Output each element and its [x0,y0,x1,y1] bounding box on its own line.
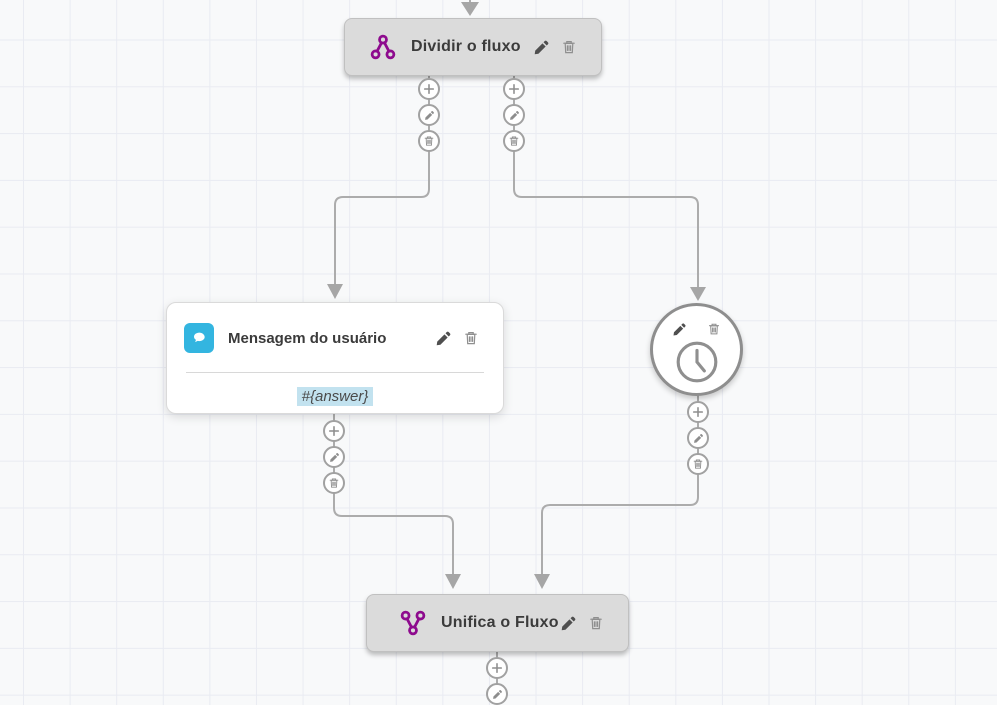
clock-icon [674,339,720,385]
connector-delete-button[interactable] [687,453,709,475]
connector-tools-message [323,420,345,494]
chat-bubble-icon [184,323,214,353]
divider [186,372,484,373]
connector-edit-button[interactable] [687,427,709,449]
connector-tools-merge [486,657,508,705]
connector-add-button[interactable] [687,401,709,423]
node-timer[interactable] [650,303,743,396]
node-split-flow[interactable]: Dividir o fluxo [344,18,602,76]
delete-node-icon[interactable] [463,330,479,346]
connector-add-button[interactable] [486,657,508,679]
node-title: Unifica o Fluxo [441,614,559,631]
node-actions [672,321,721,337]
edit-node-icon[interactable] [533,39,550,56]
edit-node-icon[interactable] [435,330,452,347]
delete-node-icon[interactable] [561,39,577,55]
connector-tools-split-left [418,78,440,152]
connector-delete-button[interactable] [323,472,345,494]
connector-tools-timer [687,401,709,475]
connector-edit-button[interactable] [503,104,525,126]
card-header: Mensagem do usuário [167,303,503,360]
connector-edit-button[interactable] [486,683,508,705]
node-merge-flow[interactable]: Unifica o Fluxo [366,594,629,652]
edit-node-icon[interactable] [560,615,577,632]
card-body: #{answer} [167,373,503,422]
connector-edit-button[interactable] [418,104,440,126]
connector-delete-button[interactable] [418,130,440,152]
node-title: Dividir o fluxo [411,38,521,55]
node-user-message[interactable]: Mensagem do usuário #{answer} [166,302,504,414]
node-title: Mensagem do usuário [228,329,387,347]
delete-node-icon[interactable] [588,615,604,631]
connector-add-button[interactable] [323,420,345,442]
connector-add-button[interactable] [503,78,525,100]
edit-node-icon[interactable] [672,322,687,337]
connector-add-button[interactable] [418,78,440,100]
connector-edit-button[interactable] [323,446,345,468]
split-flow-icon [369,33,397,61]
delete-node-icon[interactable] [707,322,721,336]
merge-flow-icon [399,609,427,637]
connector-delete-button[interactable] [503,130,525,152]
connector-tools-split-right [503,78,525,152]
variable-chip: #{answer} [296,387,374,406]
